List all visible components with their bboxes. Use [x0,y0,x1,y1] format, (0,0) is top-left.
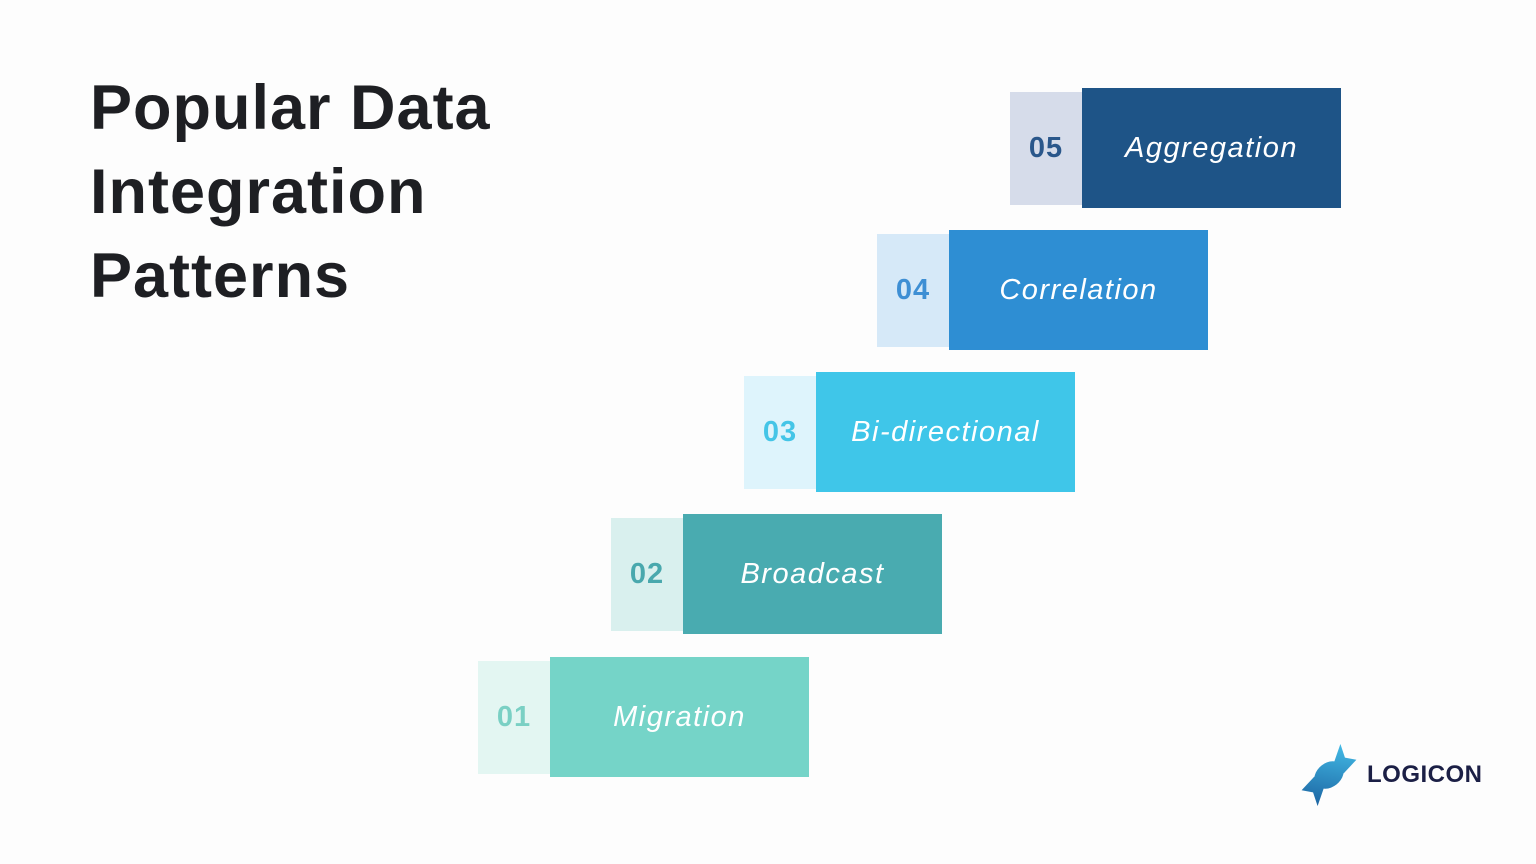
step-row-broadcast: 02 Broadcast [611,514,942,634]
step-bar-label: Broadcast [683,514,942,634]
title-line-1: Popular Data [90,73,491,143]
page-title: Popular Data Integration Patterns [90,66,491,318]
title-line-3: Patterns [90,241,351,311]
logo-mark-icon [1301,744,1357,806]
step-row-correlation: 04 Correlation [877,230,1208,350]
logo-mark-shape [1301,744,1357,806]
step-bar-label: Correlation [949,230,1208,350]
logo-text: LOGICON [1367,761,1483,788]
step-number-badge: 01 [478,660,550,774]
step-number-badge: 02 [611,517,683,631]
step-bar-label: Migration [550,657,809,777]
title-line-2: Integration [90,157,427,227]
step-number-badge: 03 [744,375,816,489]
logo: LOGICON [1298,744,1483,806]
step-number-badge: 04 [877,233,949,347]
step-bar-label: Bi-directional [816,372,1075,492]
step-number-badge: 05 [1010,91,1082,205]
step-row-bidirectional: 03 Bi-directional [744,372,1075,492]
step-row-aggregation: 05 Aggregation [1010,88,1341,208]
step-row-migration: 01 Migration [478,657,809,777]
step-bar-label: Aggregation [1082,88,1341,208]
